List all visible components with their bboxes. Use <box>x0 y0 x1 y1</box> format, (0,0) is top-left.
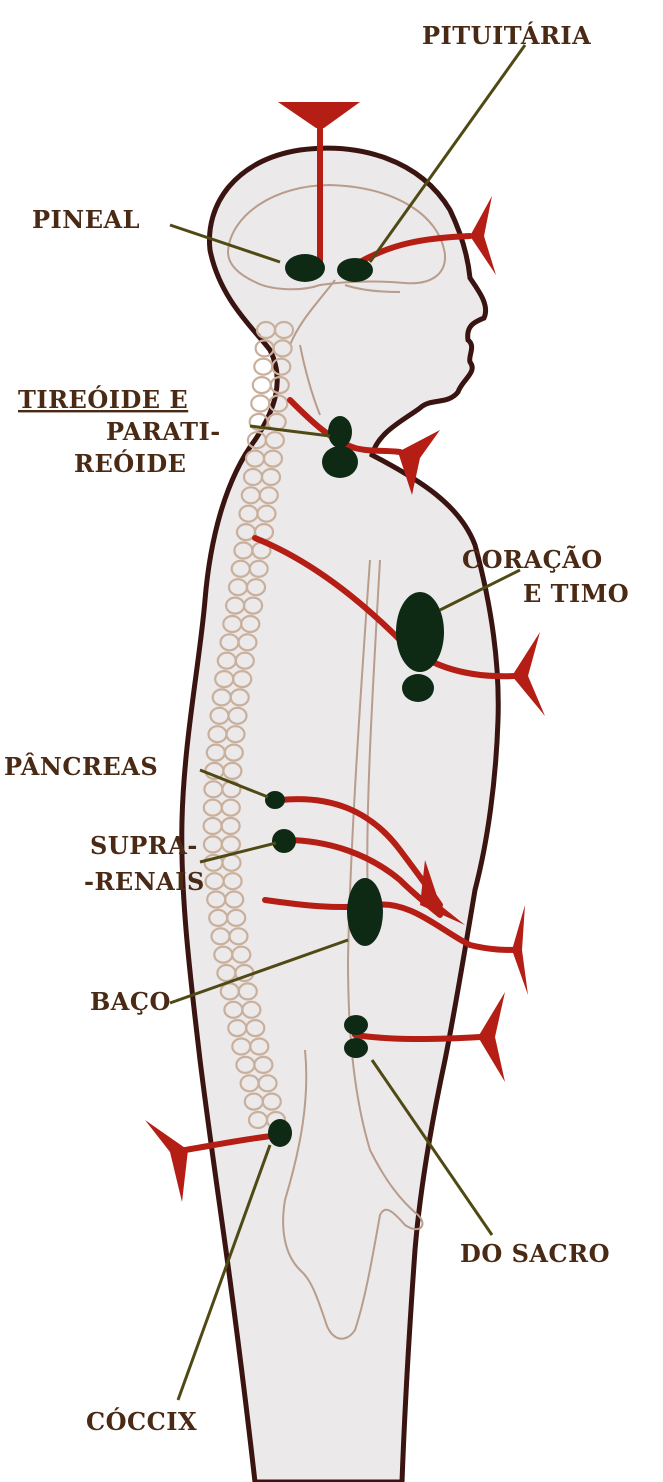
coccyx-cone <box>145 1120 188 1202</box>
label-supra-2: -RENAIS <box>84 867 205 896</box>
label-do-sacro: DO SACRO <box>460 1239 610 1268</box>
sacral-cone <box>478 992 505 1082</box>
sacral-gland-lower <box>344 1038 368 1058</box>
label-pancreas: PÂNCREAS <box>4 752 158 781</box>
label-pituitaria: PITUITÁRIA <box>422 21 591 50</box>
label-tireoide-3: REÓIDE <box>74 449 186 478</box>
thyroid-gland-lower <box>322 446 358 478</box>
label-coracao-1: CORAÇÃO <box>462 545 603 574</box>
pancreas-gland <box>265 791 285 809</box>
heart-cone <box>512 632 545 716</box>
label-coccix: CÓCCIX <box>86 1407 197 1436</box>
spleen-gland <box>347 878 383 946</box>
suprarenal-gland <box>272 829 296 853</box>
pituitary-gland <box>337 258 373 282</box>
crown-cone <box>278 102 360 128</box>
vertebra-l <box>254 359 272 375</box>
brow-cone <box>470 196 496 275</box>
coccyx-gland <box>268 1119 292 1147</box>
label-coracao-2: E TIMO <box>523 579 629 608</box>
pineal-gland <box>285 254 325 282</box>
label-pineal: PINEAL <box>32 205 140 234</box>
vertebra-l <box>253 377 271 393</box>
label-baco: BAÇO <box>90 987 171 1016</box>
label-tireoide-2: PARATI- <box>106 417 221 446</box>
label-tireoide-1: TIREÓIDE E <box>18 385 188 414</box>
heart-thymus-gland-lower <box>402 674 434 702</box>
thyroid-gland-upper <box>328 416 352 448</box>
sacral-gland <box>344 1015 368 1035</box>
label-supra-1: SUPRA- <box>90 831 198 860</box>
heart-thymus-gland <box>396 592 444 672</box>
vertebra-l <box>251 396 269 412</box>
spleen-cone <box>512 905 528 995</box>
